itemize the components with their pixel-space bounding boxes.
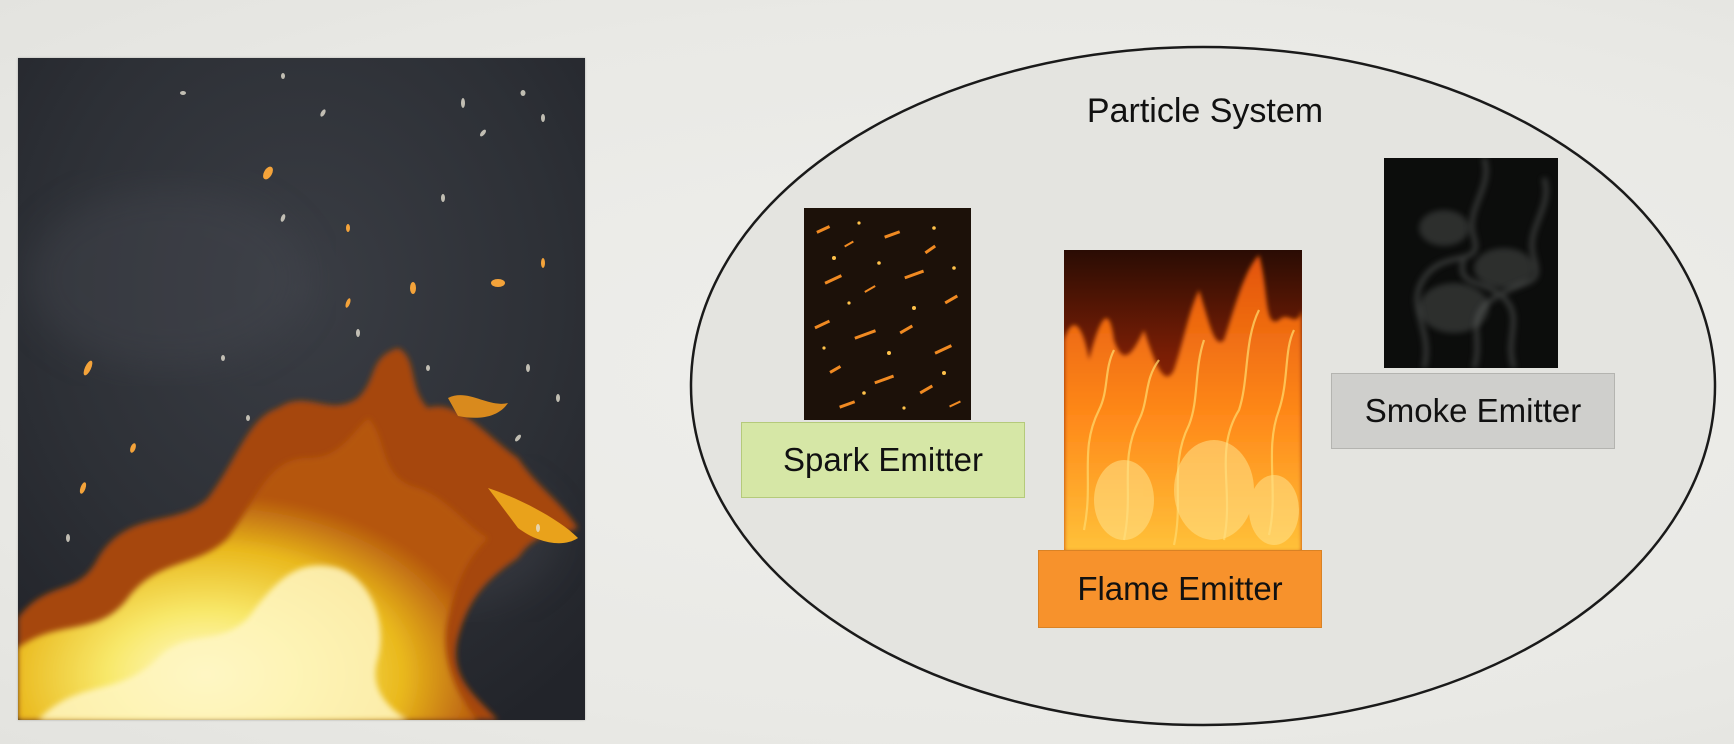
smoke-image xyxy=(1384,158,1558,368)
particle-system-title: Particle System xyxy=(1086,92,1324,130)
spark-emitter-label: Spark Emitter xyxy=(741,422,1025,498)
flame-image xyxy=(1064,250,1302,552)
flame-emitter-label: Flame Emitter xyxy=(1038,550,1322,628)
fire-with-sparks-image xyxy=(18,58,585,720)
spark-image xyxy=(804,208,971,420)
smoke-emitter-label: Smoke Emitter xyxy=(1331,373,1615,449)
